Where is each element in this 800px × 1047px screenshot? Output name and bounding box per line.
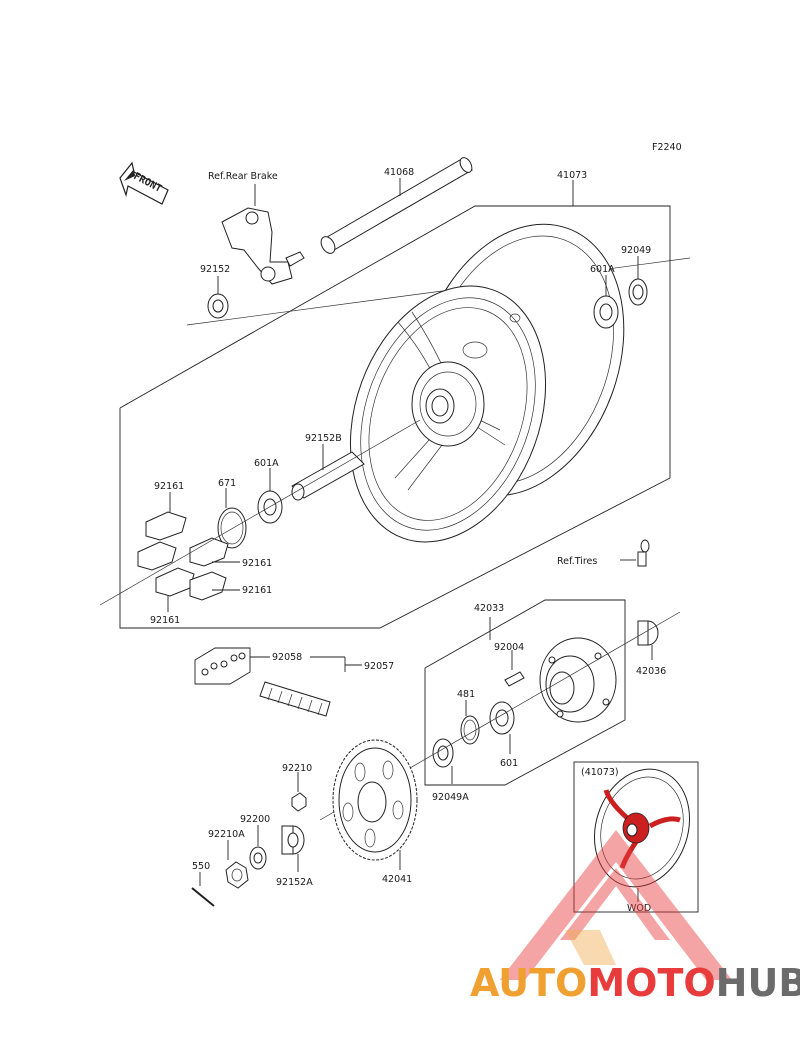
label-92200: 92200	[240, 814, 270, 825]
label-42036: 42036	[636, 666, 666, 677]
label-42041: 42041	[382, 874, 412, 885]
bearing-601a-mid	[257, 468, 283, 524]
stud-92004	[504, 650, 525, 687]
label-92161-d: 92161	[150, 615, 180, 626]
label-92058: 92058	[272, 652, 302, 663]
seal-92049a	[432, 738, 454, 784]
watermark-part1: AUTO	[470, 961, 587, 1005]
sprocket-42041	[332, 739, 418, 870]
o-ring-671	[217, 488, 247, 549]
label-601a-mid: 601A	[254, 458, 279, 469]
collar-42036	[637, 620, 659, 660]
watermark-text: AUTOMOTOHUB	[470, 961, 800, 1005]
label-601: 601	[500, 758, 518, 769]
washer-92200	[249, 825, 267, 870]
label-92210a: 92210A	[208, 829, 245, 840]
cotter-pin-550	[191, 872, 215, 907]
watermark-logo	[500, 830, 732, 980]
label-92152: 92152	[200, 264, 230, 275]
label-42033: 42033	[474, 603, 504, 614]
chain-92057	[259, 681, 331, 717]
chain-joint-92058	[194, 647, 362, 685]
label-601a-top: 601A	[590, 264, 615, 275]
seal-92049	[628, 256, 648, 306]
valve-icon	[620, 539, 650, 567]
label-92152a: 92152A	[276, 877, 313, 888]
watermark-part2: MOTO	[587, 961, 715, 1005]
label-92004: 92004	[494, 642, 524, 653]
label-671: 671	[218, 478, 236, 489]
label-92210: 92210	[282, 763, 312, 774]
watermark-part3: HUB	[716, 961, 800, 1005]
label-92161-b: 92161	[242, 558, 272, 569]
collar-92152	[207, 276, 229, 319]
label-41073: 41073	[557, 170, 587, 181]
label-92057: 92057	[364, 661, 394, 672]
label-481: 481	[457, 689, 475, 700]
bearing-601a-top	[593, 275, 619, 329]
circlip-481	[460, 700, 480, 745]
label-92049a: 92049A	[432, 792, 469, 803]
label-92152b: 92152B	[305, 433, 342, 444]
wheel-41073	[349, 223, 625, 543]
inset-tag: WOD	[627, 903, 651, 914]
nut-92210	[291, 772, 307, 812]
label-550: 550	[192, 861, 210, 872]
dampers-92161	[137, 492, 240, 612]
sprocket-hub	[539, 637, 617, 723]
collar-92152b	[291, 444, 365, 501]
inset-panel	[573, 761, 699, 913]
brake-bracket	[221, 184, 305, 285]
label-92161-a: 92161	[154, 481, 184, 492]
label-92161-c: 92161	[242, 585, 272, 596]
label-41068: 41068	[384, 167, 414, 178]
front-arrow-icon: FRONT	[119, 161, 169, 205]
collar-92152a	[281, 825, 305, 872]
ref-rear-brake: Ref.Rear Brake	[208, 171, 278, 182]
label-92049: 92049	[621, 245, 651, 256]
bearing-601	[489, 701, 515, 754]
nut-92210a	[225, 840, 249, 889]
inset-title: (41073)	[581, 767, 619, 778]
ref-tires: Ref.Tires	[557, 556, 597, 567]
diagram-code: F2240	[652, 142, 682, 153]
axle-41068	[320, 157, 473, 254]
